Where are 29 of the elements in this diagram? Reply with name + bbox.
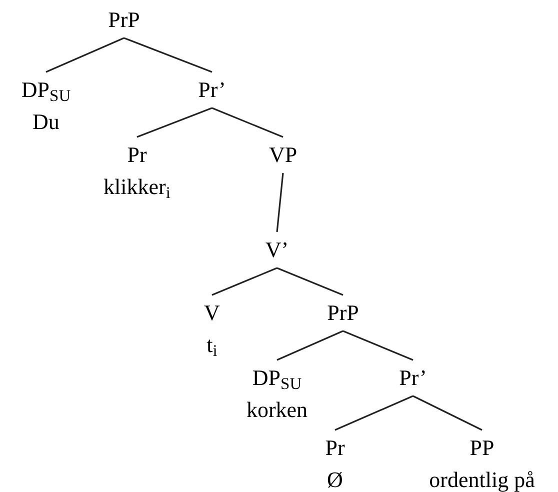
word-label: t$_{i}$ <box>206 331 218 361</box>
category-label: V <box>204 299 220 327</box>
word-label: Ø <box>327 466 343 492</box>
tree-branch <box>276 172 284 232</box>
category-label: Pr <box>127 141 147 169</box>
tree-branch <box>46 37 124 73</box>
category-label: Pr’ <box>198 76 226 104</box>
tree-branch <box>334 395 414 431</box>
tree-branch <box>412 395 482 431</box>
category-label: Pr <box>325 434 345 462</box>
word-label: korken <box>246 396 308 424</box>
tree-branch <box>342 330 414 361</box>
category-label: V’ <box>265 236 289 264</box>
category-label: Pr’ <box>399 364 427 392</box>
tree-branch <box>124 37 212 73</box>
category-label: PrP <box>108 6 140 34</box>
category-label: VP <box>268 141 298 169</box>
word-label: ordentlig på <box>429 466 535 492</box>
category-label: PP <box>470 434 494 462</box>
word-label: Du <box>32 108 60 136</box>
category-label: DP$_{SU}$ <box>252 364 302 394</box>
tree-branch <box>212 267 278 296</box>
word-label: klikker$_{i}$ <box>104 173 170 203</box>
tree-branch <box>136 107 212 138</box>
category-label: DP$_{SU}$ <box>21 76 71 106</box>
tree-branch <box>276 267 344 296</box>
category-label: PrP <box>327 299 359 327</box>
tree-branch <box>212 107 284 138</box>
tree-branch <box>276 330 344 361</box>
